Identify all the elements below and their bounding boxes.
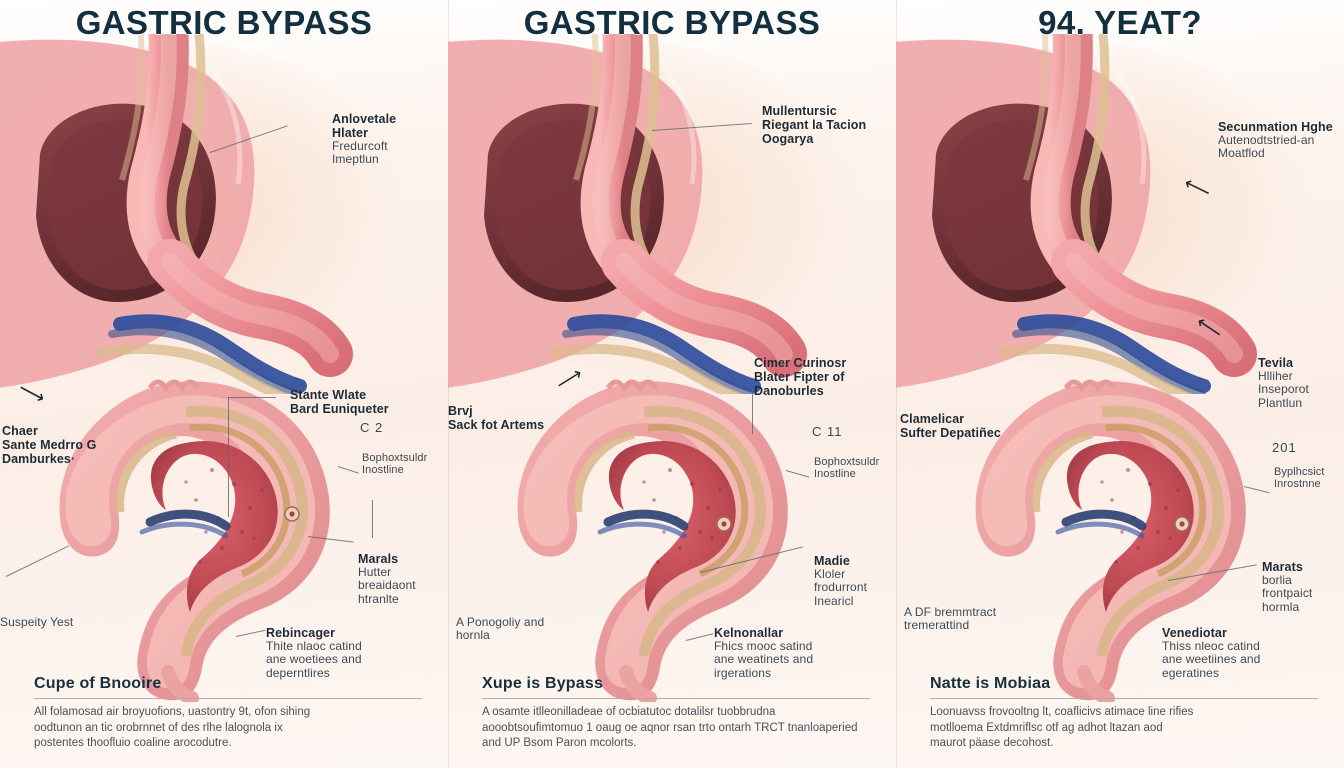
label-body: Bophoxtsuldr Inostline [814,456,880,481]
panel-3-title: 94. YEAT? [1038,4,1202,41]
caption-body: A osamte itlleonilladeae of ocbiatutoc d… [482,705,870,752]
label-head: Chaer Sante Medrro G Damburkes· [2,424,97,466]
label-body: Hlliher Inseporot Plantlun [1258,369,1309,410]
label-head: Stante Wlate Bard Euniqueter [290,388,389,416]
label-head: Secunmation Hghe [1218,120,1333,134]
label-mid-code: Byplhcsict Inrostnne [1274,466,1325,491]
label-low-right: Kelnonallar Fhics mooc satind ane weatin… [714,626,813,680]
label-top-right: Mullentursic Riegant la Tacion Oogarya [762,104,866,146]
panel-3-upper-anatomy [896,34,1311,394]
panel-1-title: GASTRIC BYPASS [75,4,373,41]
label-mid-code: Bophoxtsuldr Inostline [362,452,427,477]
label-head: Mullentursic Riegant la Tacion Oogarya [762,104,867,146]
label-mid-right: Marals Hutter breaidaont htranlte [358,552,416,606]
caption-body: Loonuavss frovooltng lt, coaflicivs atim… [930,705,1318,752]
label-low-right: Venediotar Thiss nleoc catind ane weetii… [1162,626,1260,680]
panel-2-caption: Xupe is Bypass A osamte itlleonilladeae … [482,675,870,752]
code-marker: C 2 [360,420,384,435]
caption-rule [34,698,422,700]
caption-heading: Cupe of Bnooire [34,675,162,693]
panel-3: 94. YEAT? [896,0,1344,768]
caption-line: maurot päase decohost. [930,737,1054,750]
label-mid-right-2: Madie Kloler frodurront Inearicl [814,554,867,608]
label-top-right: Anlovetale Hlater Fredurcoft Imeptlun [332,112,396,167]
label-left-edge: Suspeity Yest [0,615,74,629]
leader-line [752,388,753,434]
leader-line [228,397,229,517]
panel-1: GASTRIC BYPASS [0,0,448,768]
label-body: Thiss nleoc catind ane weetiines and ege… [1162,639,1261,680]
label-body: Autenodtstried-an Moatflod [1218,133,1315,161]
label-body: Byplhcsict Inrostnne [1274,466,1325,491]
label-mid-left: Brvj Sack fot Artems [448,404,544,432]
caption-line: oodtunon an tic orobrnnet of des rlhe la… [34,721,283,734]
label-head: Marats [1262,560,1303,574]
label-head: Tevila [1258,356,1294,370]
label-body: Kloler frodurront Inearicl [814,567,868,608]
label-mid-left: Clamelicar Sufter Depatiñec [900,412,1001,440]
label-low-left: A Ponogoliy and hornla [456,615,545,643]
panel-2-title: GASTRIC BYPASS [523,4,821,41]
caption-heading: Natte is Mobiaa [930,675,1051,693]
label-mid-right: Tevila Hlliher Inseporot Plantlun [1258,356,1309,410]
label-left-lower: Chaer Sante Medrro G Damburkes· [2,424,96,466]
panel-3-lower-anatomy [975,379,1246,702]
label-mid-upper: Stante Wlate Bard Euniqueter [290,388,389,416]
panel-1-upper-anatomy [0,34,405,394]
label-head: Rebincager [266,626,336,640]
label-mid-code: Bophoxtsuldr Inostline [814,456,879,481]
panel-1-caption: Cupe of Bnooire All folamosad air broyuo… [34,675,422,752]
caption-line: All folamosad air broyuofions, uastontry… [34,706,311,719]
caption-rule [930,698,1318,700]
label-body: Thite nlaoc catind ane woetiees and depe… [266,639,362,680]
label-head: Brvj Sack fot Artems [448,404,545,432]
panel-3-caption: Natte is Mobiaa Loonuavss frovooltng lt,… [930,675,1318,752]
caption-heading: Xupe is Bypass [482,675,604,693]
label-body: Bophoxtsuldr Inostline [362,452,428,477]
caption-line: A osamte itlleonilladeae of ocbiatutoc d… [482,706,776,719]
caption-body: All folamosad air broyuofions, uastontry… [34,705,422,752]
label-head: Marals [358,552,399,566]
label-top-right: Secunmation Hghe Autenodtstried-an Moatf… [1218,120,1333,161]
label-head: Kelnonallar [714,626,784,640]
label-low-left: A DF bremmtract tremerattind [904,605,997,633]
panel-2-lower-anatomy [517,379,788,702]
panel-2-upper-anatomy [448,34,863,394]
label-body: A DF bremmtract tremerattind [904,605,997,633]
caption-line: motlloema Extdmriflsc otf ag adhot ltaza… [930,721,1163,734]
caption-line: and UP Bsom Paron mcolorts. [482,737,637,750]
label-mid-right: Cimer Curinosr Blater Fipter of Danoburl… [754,356,846,398]
label-body: borlia frontpaict hormla [1262,573,1313,614]
label-mid-right-2: Marats borlia frontpaict hormla [1262,560,1312,614]
label-body: Hutter breaidaont htranlte [358,565,416,606]
panel-2: GASTRIC BYPASS [448,0,896,768]
caption-line: postentes thoofluio coaline arocodutre. [34,737,232,750]
panel-1-lower-anatomy [59,379,330,702]
caption-line: Loonuavss frovooltng lt, coaflicivs atim… [930,706,1194,719]
label-body: Suspeity Yest [0,615,74,629]
leader-line [372,500,373,538]
label-head: Cimer Curinosr Blater Fipter of Danoburl… [754,356,847,398]
code-marker: 201 [1272,440,1297,455]
leader-line [228,397,276,398]
label-head: Venediotar [1162,626,1227,640]
label-low-right: Rebincager Thite nlaoc catind ane woetie… [266,626,362,680]
label-body: A Ponogoliy and hornla [456,615,545,643]
label-body: Fredurcoft Imeptlun [332,139,388,167]
label-head: Madie [814,554,850,568]
label-head: Clamelicar Sufter Depatiñec [900,412,1001,440]
caption-line: aooobtsoufimtomuo 1 oaug oe aqnor rsan t… [482,721,858,734]
label-head: Anlovetale Hlater [332,112,397,140]
label-body: Fhics mooc satind ane weatinets and irge… [714,639,814,680]
code-marker: C 11 [812,424,843,439]
caption-rule [482,698,870,700]
